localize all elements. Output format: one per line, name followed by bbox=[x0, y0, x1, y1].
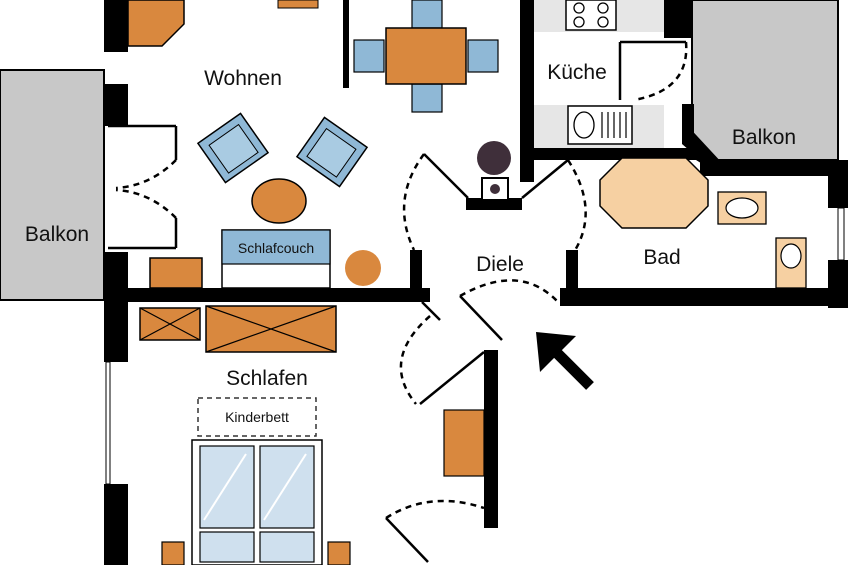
room-label-bad: Bad bbox=[643, 246, 680, 269]
entrance-arrow-icon bbox=[536, 332, 594, 390]
dining-table bbox=[385, 27, 467, 85]
door-kitchen-diele bbox=[521, 159, 587, 253]
sofa-bed-cushion bbox=[221, 229, 331, 265]
door-bedroom-diele bbox=[399, 295, 503, 405]
sink-drainer bbox=[601, 112, 627, 138]
shelf-top bbox=[277, 0, 319, 9]
dining-chair-top bbox=[411, 0, 443, 29]
corridor-cabinet bbox=[443, 409, 485, 477]
room-label-diele: Diele bbox=[476, 253, 524, 276]
dresser-left bbox=[139, 307, 201, 341]
kitchen-balcony-door bbox=[618, 40, 688, 102]
balcony-door-left bbox=[108, 124, 178, 250]
plant bbox=[345, 250, 381, 286]
door-bath-diele bbox=[459, 279, 559, 303]
burner-1 bbox=[573, 2, 585, 14]
door-living-diele bbox=[402, 153, 469, 251]
washbasin bbox=[725, 197, 759, 219]
wardrobe bbox=[205, 305, 337, 353]
armchair-right bbox=[295, 116, 369, 188]
sofa-bed-label: Schlafcouch bbox=[238, 240, 314, 256]
room-label-schlafen: Schlafen bbox=[226, 367, 308, 390]
burner-4 bbox=[597, 16, 609, 28]
cot bbox=[197, 397, 317, 437]
ceiling-lamp bbox=[477, 141, 511, 175]
coffee-table bbox=[251, 178, 307, 224]
cot-label: Kinderbett bbox=[225, 409, 289, 425]
shower bbox=[599, 157, 709, 229]
stove bbox=[565, 0, 617, 31]
cabinet-top-left bbox=[127, 0, 185, 47]
armchair-left bbox=[196, 112, 270, 184]
toilet-bowl bbox=[780, 243, 802, 269]
room-label-balkon-left: Balkon bbox=[25, 223, 89, 246]
dining-chair-bottom bbox=[411, 83, 443, 113]
dining-chair-left bbox=[353, 39, 385, 73]
balcony-left bbox=[0, 69, 105, 301]
door-bottom bbox=[385, 499, 485, 563]
burner-2 bbox=[597, 2, 609, 14]
nightstand-left bbox=[161, 541, 185, 565]
socket-icon bbox=[490, 184, 500, 194]
side-table bbox=[149, 257, 203, 289]
nightstand-right bbox=[327, 541, 351, 565]
room-label-balkon-right: Balkon bbox=[732, 126, 796, 149]
room-label-wohnen: Wohnen bbox=[204, 67, 282, 90]
sink bbox=[567, 105, 633, 145]
dining-chair-right bbox=[467, 39, 499, 73]
walls bbox=[104, 0, 848, 565]
double-bed bbox=[191, 439, 323, 565]
sink-basin bbox=[573, 111, 595, 139]
room-label-kueche: Küche bbox=[547, 61, 607, 84]
burner-3 bbox=[573, 16, 585, 28]
